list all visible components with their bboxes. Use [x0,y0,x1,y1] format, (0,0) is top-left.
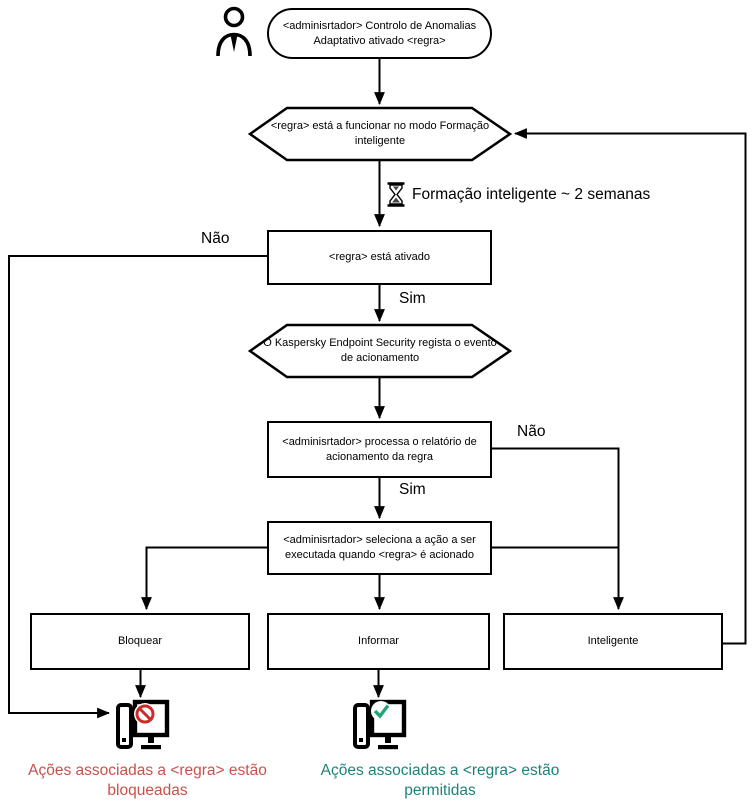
node-select-action-label: <adminisrtador> seleciona a ação a ser e… [283,534,476,561]
node-action-inform: Informar [267,613,490,670]
connector-no-to-smart [492,447,624,611]
hexagon-registers-event [247,323,513,379]
node-rule-active: <regra> está ativado [267,230,492,285]
duration-note: Formação inteligente ~ 2 semanas [387,181,650,208]
duration-note-label: Formação inteligente ~ 2 semanas [412,185,651,203]
hourglass-icon [387,182,405,207]
outcome-blocked-caption: Ações associadas a <regra> estão bloquea… [28,762,267,799]
node-learning-mode-label: <regra> está a funcionar no modo Formaçã… [270,120,490,147]
edge-label-no-left: Não [201,230,230,247]
edge-label-yes-report: Sim [399,481,426,498]
node-process-report: <adminisrtador> processa o relatório de … [267,421,492,478]
node-registers-event-label: O Kaspersky Endpoint Security regista o … [263,337,497,364]
computer-blocked-icon [114,699,170,754]
node-rule-active-label: <regra> está ativado [329,251,430,263]
person-icon [215,6,255,58]
connector-smart-feedback-to-learning [513,128,747,645]
node-start: <adminisrtador> Controlo de Anomalias Ad… [267,8,492,59]
node-action-smart: Inteligente [503,613,723,670]
connector-select-to-block [141,546,267,611]
edge-label-yes-active: Sim [399,290,426,307]
node-action-block-label: Bloquear [117,635,163,647]
node-action-smart-label: Inteligente [587,635,639,647]
hexagon-learning-mode [247,106,513,162]
connector-no-to-blocked-icon [8,255,267,719]
node-action-block: Bloquear [30,613,250,670]
node-process-report-label: <adminisrtador> processa o relatório de … [282,435,477,463]
node-start-label: <adminisrtador> Controlo de Anomalias Ad… [282,19,477,47]
outcome-allowed-caption: Ações associadas a <regra> estão permiti… [320,762,560,799]
computer-allowed-icon [351,699,407,754]
node-action-inform-label: Informar [358,635,399,647]
edge-label-no-report: Não [517,423,546,440]
node-select-action: <adminisrtador> seleciona a ação a ser e… [267,521,492,575]
